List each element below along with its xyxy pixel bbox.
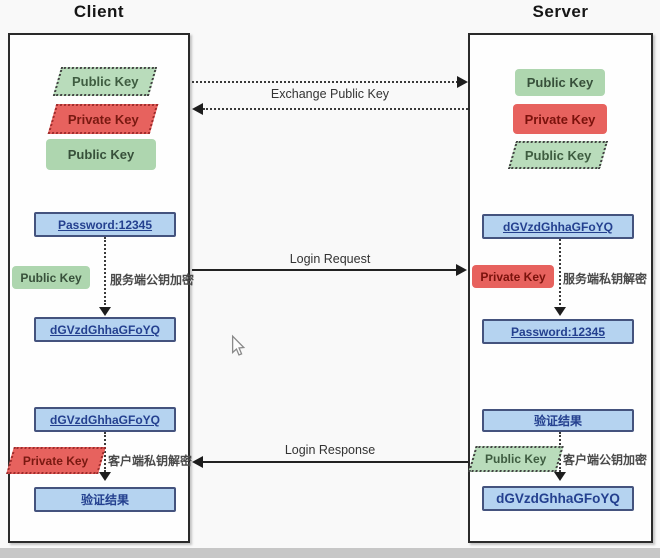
exchange-arrow-to-server-line [192,81,458,83]
server-cipher-box: dGVzdGhhaGFoYQ [482,486,634,511]
mouse-cursor-icon [228,334,246,363]
server-decrypt-key-label: Private Key [472,265,554,288]
client-panel: Public Key Private Key Public Key Passwo… [6,33,194,543]
server-encrypt-arrowhead [554,472,566,481]
client-encrypt-arrowhead [99,307,111,316]
exchange-label: Exchange Public Key [270,87,390,101]
server-received-cipher-box: dGVzdGhhaGFoYQ [482,214,634,239]
client-decrypt-note: 客户端私钥解密 [108,454,193,468]
login-request-arrowhead [456,264,467,276]
client-private-key-dashed: Private Key [47,104,159,134]
server-result-box: 验证结果 [482,409,634,432]
server-public-key-dashed: Public Key [507,141,609,169]
client-result-box: 验证结果 [34,487,176,512]
bottom-gray-strip [0,548,660,558]
server-decrypt-note: 服务端私钥解密 [563,272,648,286]
server-decrypt-arrow-line [559,239,561,305]
client-public-key-dashed: Public Key [52,67,158,96]
exchange-arrow-to-client-line [203,108,468,110]
server-encrypt-key-label: Public Key [468,446,564,472]
client-public-key-solid: Public Key [46,139,156,170]
login-response-label: Login Response [284,443,376,457]
login-request-label: Login Request [289,252,371,266]
login-response-arrowhead [192,456,203,468]
client-encrypt-arrow-line [104,237,106,305]
client-encrypt-key-label: Public Key [12,266,90,289]
client-decrypt-key-text: Private Key [23,453,89,468]
server-panel: Public Key Private Key Public Key dGVzdG… [468,33,653,543]
login-request-arrow-line [192,269,457,271]
client-decrypt-arrow-line [104,432,106,472]
client-title: Client [73,2,125,21]
exchange-arrow-to-client-head [192,103,203,115]
client-private-key-dashed-label: Private Key [67,111,139,127]
client-decrypt-arrowhead [99,472,111,481]
server-title: Server [532,2,589,21]
client-decrypt-key-label: Private Key [6,447,106,474]
server-encrypt-note: 客户端公钥加密 [563,453,648,467]
client-received-cipher-box: dGVzdGhhaGFoYQ [34,407,176,432]
server-decrypt-arrowhead [554,307,566,316]
server-public-key-dashed-label: Public Key [524,147,592,163]
server-public-key-solid: Public Key [515,69,605,96]
client-encrypt-note: 服务端公钥加密 [110,273,195,287]
client-cipher-box: dGVzdGhhaGFoYQ [34,317,176,342]
client-password-box: Password:12345 [34,212,176,237]
server-password-box: Password:12345 [482,319,634,344]
exchange-arrow-to-server-head [457,76,468,88]
server-encrypt-key-text: Public Key [485,452,547,466]
server-private-key-solid: Private Key [513,104,607,134]
client-public-key-dashed-label: Public Key [71,74,139,89]
login-response-arrow-line [203,461,468,463]
